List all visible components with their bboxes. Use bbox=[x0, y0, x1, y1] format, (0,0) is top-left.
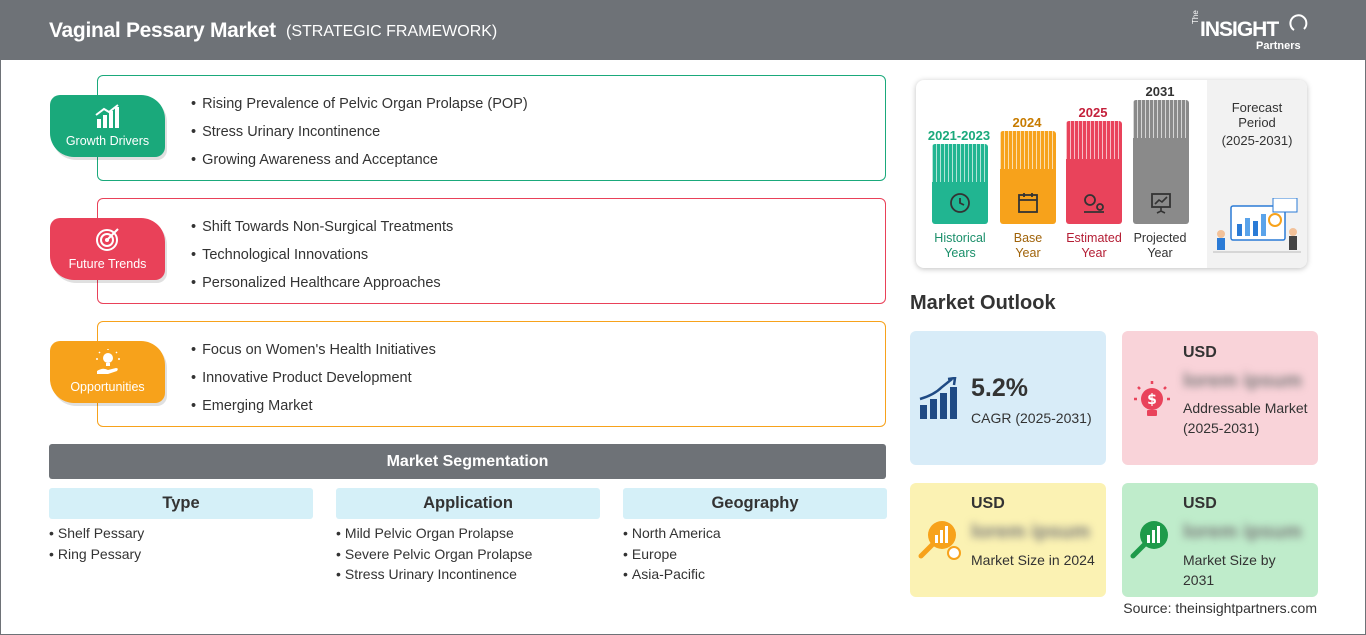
page-title: Vaginal Pessary Market bbox=[49, 19, 276, 42]
market-size-2024-card: USD lorem ipsum Market Size in 2024 bbox=[910, 483, 1106, 597]
cagr-card: 5.2% CAGR (2025-2031) bbox=[910, 331, 1106, 465]
svg-text:$: $ bbox=[1147, 392, 1157, 408]
market-segmentation-header: Market Segmentation bbox=[49, 444, 886, 479]
history-clock-icon bbox=[950, 193, 970, 213]
forecast-period-years: (2025-2031) bbox=[1221, 133, 1293, 148]
future-trends-label: Future Trends bbox=[68, 257, 147, 271]
cagr-label: CAGR (2025-2031) bbox=[971, 410, 1092, 426]
estimated-year: 2025 bbox=[1078, 105, 1108, 120]
segment-item: North America bbox=[623, 525, 887, 546]
forecast-period-panel: Forecast Period (2025-2031) bbox=[1207, 80, 1307, 268]
size-2031-value-blurred: lorem ipsum bbox=[1183, 521, 1302, 543]
growth-driver-item: Growing Awareness and Acceptance bbox=[191, 152, 528, 180]
estimated-pillar bbox=[1066, 121, 1122, 224]
historical-label: Historical Years bbox=[934, 231, 986, 260]
segment-item: Mild Pelvic Organ Prolapse bbox=[336, 525, 600, 546]
base-label: Base Year bbox=[1013, 231, 1043, 260]
size-2024-value-blurred: lorem ipsum bbox=[971, 521, 1090, 543]
forecast-period-label: Forecast Period bbox=[1231, 100, 1283, 130]
segment-item: Asia-Pacific bbox=[623, 566, 887, 587]
timeline-card: 2021-2023 Historical Years 2024 Base Yea… bbox=[916, 80, 1307, 268]
market-outlook-title: Market Outlook bbox=[910, 292, 1056, 314]
opportunities-box: Focus on Women's Health Initiatives Inno… bbox=[97, 321, 886, 427]
segment-item: Shelf Pessary bbox=[49, 525, 313, 546]
gears-chart-icon bbox=[1084, 194, 1104, 213]
target-icon bbox=[96, 228, 119, 251]
segment-item: Severe Pelvic Organ Prolapse bbox=[336, 546, 600, 567]
addressable-value-blurred: lorem ipsum bbox=[1183, 370, 1302, 392]
future-trends-tag: Future Trends bbox=[50, 218, 165, 280]
historical-year: 2021-2023 bbox=[927, 128, 991, 143]
dollar-bulb-icon: $ bbox=[1134, 381, 1170, 416]
logo-arc-icon bbox=[1289, 14, 1308, 31]
size-2024-usd: USD bbox=[971, 495, 1005, 512]
projected-label: Projected Year bbox=[1133, 231, 1187, 260]
opportunity-item: Emerging Market bbox=[191, 398, 436, 426]
size-2031-usd: USD bbox=[1183, 495, 1217, 512]
segment-application-heading: Application bbox=[336, 488, 600, 519]
lightbulb-hand-icon bbox=[96, 349, 120, 374]
base-year: 2024 bbox=[1012, 115, 1042, 130]
segment-type-column: Type Shelf Pessary Ring Pessary bbox=[49, 488, 313, 566]
opportunity-item: Innovative Product Development bbox=[191, 370, 436, 398]
projected-pillar bbox=[1133, 100, 1189, 224]
analytics-people-illustration-icon bbox=[1213, 198, 1301, 253]
bar-chart-up-icon bbox=[95, 104, 119, 128]
addressable-usd: USD bbox=[1183, 344, 1217, 361]
growth-drivers-tag: Growth Drivers bbox=[50, 95, 165, 157]
addressable-market-card: $ USD lorem ipsum Addressable Market (20… bbox=[1122, 331, 1318, 465]
source-link[interactable]: Source: theinsightpartners.com bbox=[1123, 600, 1317, 616]
segment-type-heading: Type bbox=[49, 488, 313, 519]
segment-item: Ring Pessary bbox=[49, 546, 313, 567]
page-subtitle: (STRATEGIC FRAMEWORK) bbox=[286, 23, 498, 40]
opportunities-tag: Opportunities bbox=[50, 341, 165, 403]
magnifier-growth-icon bbox=[1130, 521, 1168, 559]
future-trend-item: Personalized Healthcare Approaches bbox=[191, 275, 453, 303]
segment-geography-column: Geography North America Europe Asia-Paci… bbox=[623, 488, 887, 587]
future-trends-box: Shift Towards Non-Surgical Treatments Te… bbox=[97, 198, 886, 304]
growth-driver-item: Rising Prevalence of Pelvic Organ Prolap… bbox=[191, 96, 528, 124]
growth-bars-icon bbox=[919, 377, 957, 419]
growth-driver-item: Stress Urinary Incontinence bbox=[191, 124, 528, 152]
size-2031-label: Market Size by 2031 bbox=[1183, 552, 1276, 588]
presentation-board-icon bbox=[1151, 193, 1171, 214]
growth-drivers-box: Rising Prevalence of Pelvic Organ Prolap… bbox=[97, 75, 886, 181]
market-size-2031-card: USD lorem ipsum Market Size by 2031 bbox=[1122, 483, 1318, 597]
addressable-label: Addressable Market (2025-2031) bbox=[1183, 400, 1308, 436]
base-pillar bbox=[1000, 131, 1056, 224]
size-2024-label: Market Size in 2024 bbox=[971, 552, 1095, 568]
estimated-label: Estimated Year bbox=[1066, 231, 1122, 260]
future-trend-item: Shift Towards Non-Surgical Treatments bbox=[191, 219, 453, 247]
segment-geography-heading: Geography bbox=[623, 488, 887, 519]
segment-item: Europe bbox=[623, 546, 887, 567]
projected-year: 2031 bbox=[1145, 84, 1175, 99]
calendar-icon bbox=[1018, 193, 1038, 213]
header-bar: Vaginal Pessary Market (STRATEGIC FRAMEW… bbox=[0, 0, 1366, 60]
growth-drivers-label: Growth Drivers bbox=[65, 134, 150, 148]
segment-item: Stress Urinary Incontinence bbox=[336, 566, 600, 587]
historical-pillar bbox=[932, 144, 988, 224]
cagr-value: 5.2% bbox=[971, 374, 1028, 402]
future-trend-item: Technological Innovations bbox=[191, 247, 453, 275]
opportunities-label: Opportunities bbox=[70, 380, 145, 394]
opportunity-item: Focus on Women's Health Initiatives bbox=[191, 342, 436, 370]
segment-application-column: Application Mild Pelvic Organ Prolapse S… bbox=[336, 488, 600, 587]
magnifier-chart-icon bbox=[918, 521, 961, 560]
insight-partners-logo[interactable]: The INSIGHT Partners bbox=[1188, 10, 1313, 54]
